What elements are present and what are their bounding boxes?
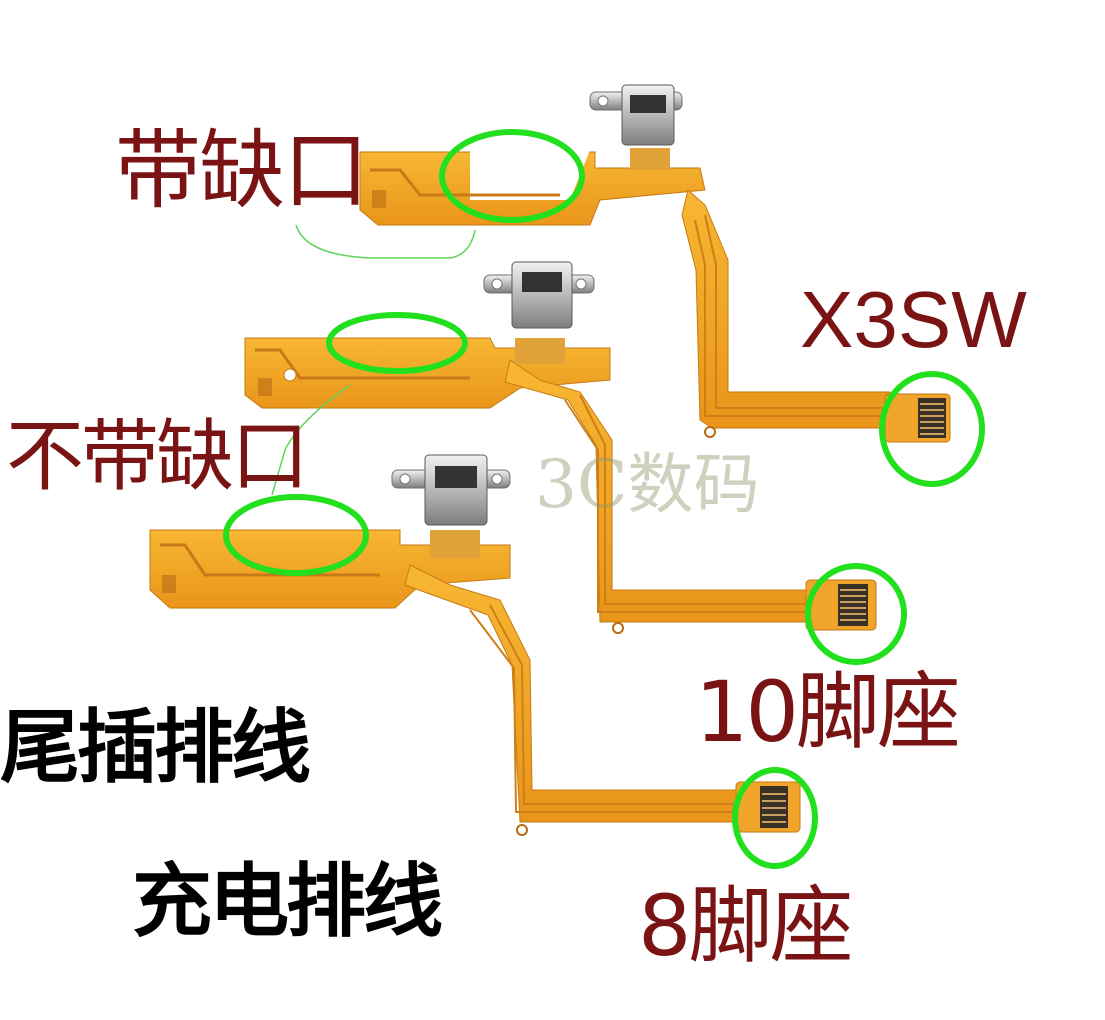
label-10-pin-socket: 10脚座 — [695, 663, 961, 761]
label-model-x3sw: X3SW — [800, 275, 1027, 364]
label-8-pin-socket: 8脚座 — [638, 877, 853, 975]
flex-cable-top — [359, 84, 951, 443]
label-tail-plug-flex: 尾插排线 — [0, 701, 311, 794]
label-with-notch: 带缺口 — [115, 121, 369, 221]
highlight-pad-circle-bottom — [223, 494, 369, 576]
watermark: 3C数码 — [535, 446, 760, 523]
label-charging-flex: 充电排线 — [132, 855, 443, 948]
highlight-connector-8pin — [732, 767, 818, 869]
highlight-connector-10pin — [805, 563, 907, 665]
highlight-notch-circle — [439, 129, 585, 223]
guide-lines — [271, 224, 476, 496]
highlight-circles — [223, 129, 985, 869]
label-without-notch: 不带缺口 — [6, 412, 309, 502]
highlight-connector-x3sw — [879, 371, 985, 487]
highlight-pad-circle-middle — [326, 312, 468, 374]
